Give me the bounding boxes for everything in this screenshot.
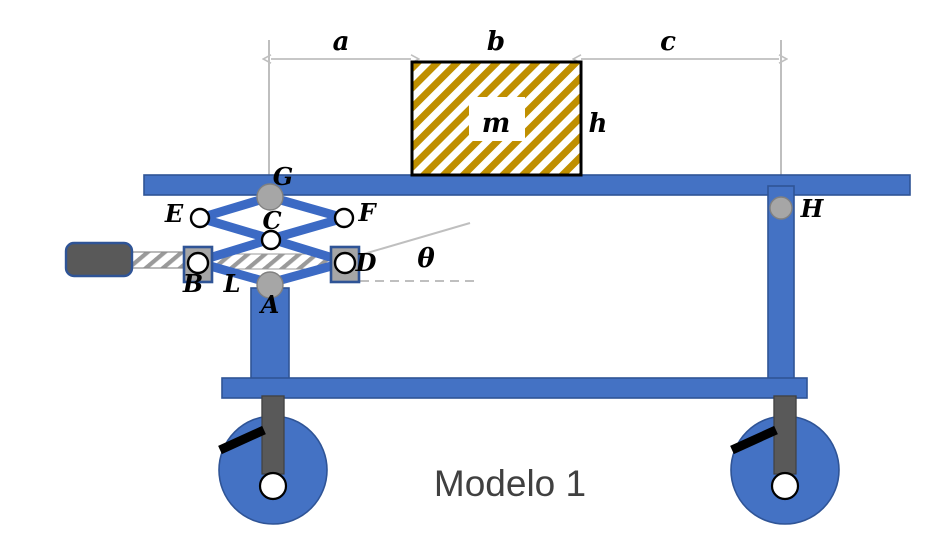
scissor-arm-C-F (266, 213, 349, 244)
joint-label-G: G (273, 162, 294, 191)
joint-label-C: C (262, 206, 281, 235)
joint-C-pivot (260, 229, 282, 251)
joint-label-H: H (800, 194, 825, 223)
dimension-label-b: b (487, 27, 505, 57)
joint-label-B: B (182, 269, 203, 298)
figure-caption: Modelo 1 (434, 463, 586, 504)
lower-frame-beam (221, 377, 808, 399)
joint-label-E: E (164, 199, 184, 228)
joint-G-pivot (256, 183, 284, 211)
mass-block (410, 60, 583, 177)
joint-D-pivot (333, 251, 357, 275)
mass-height-label-h: h (589, 109, 608, 139)
dimension-label-a: a (333, 27, 350, 57)
dimension-label-c: c (660, 27, 676, 57)
angle-label-theta: θ (417, 244, 435, 274)
dimension-chain (269, 40, 781, 190)
joint-F-pivot (333, 207, 355, 229)
joint-B-pivot (186, 251, 210, 275)
link-length-label-L: L (223, 269, 241, 298)
joint-A-pivot (256, 271, 284, 299)
joint-E-pivot (189, 207, 211, 229)
wheel-left (218, 395, 328, 525)
mass-label-m: m (482, 108, 511, 139)
joint-H-pivot (769, 196, 793, 220)
brake-lever-left (218, 425, 266, 455)
scissor-arm-C-E (195, 213, 276, 244)
hydraulic-actuator (64, 241, 201, 278)
wheel-right (730, 395, 840, 525)
joint-label-A: A (259, 290, 280, 319)
joint-label-D: D (355, 248, 377, 277)
joint-label-F: F (357, 198, 377, 227)
actuator-body (64, 241, 134, 278)
brake-lever-right (730, 425, 778, 455)
